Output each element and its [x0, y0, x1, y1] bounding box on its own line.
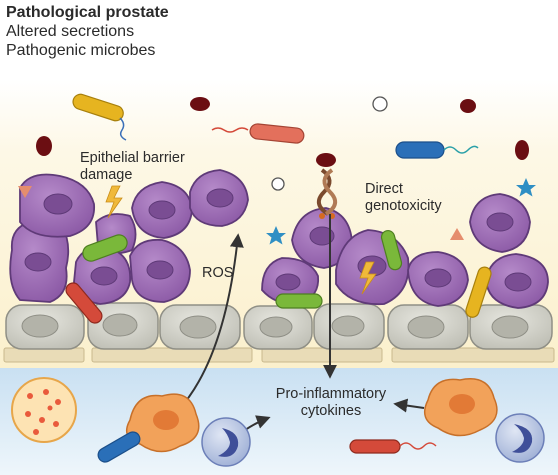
basal-nuclei [21, 313, 529, 339]
lightning-icon [105, 185, 123, 219]
lymphocyte [495, 413, 545, 463]
dark-microbe [36, 136, 52, 156]
star-icon [516, 178, 536, 197]
header-line-1: Altered secretions [6, 23, 135, 40]
triangle-icon [450, 228, 464, 240]
label-direct-line2: genotoxicity [365, 198, 442, 214]
bacterium-icon [65, 229, 492, 324]
lumen-microbes [18, 93, 536, 245]
bacterium-icon [249, 123, 305, 144]
lightning-icon [359, 261, 377, 295]
diagram-title: Pathological prostate [6, 4, 169, 21]
circle-icon [271, 177, 285, 191]
bacterium-icon [97, 431, 141, 463]
label-pro-inflammatory-cytokines: Pro-inflammatory cytokines [256, 386, 406, 420]
dark-microbe [515, 140, 529, 160]
arrow-icon [393, 398, 425, 413]
label-direct-line1: Direct [365, 181, 403, 197]
macrophage [125, 393, 200, 453]
star-icon [266, 226, 286, 245]
microbe-adhesion [316, 153, 338, 219]
label-direct-genotoxicity: Direct genotoxicity [365, 181, 442, 215]
bacterium-icon [72, 93, 124, 122]
label-epithelial-line2: damage [80, 167, 133, 183]
neutrophil [11, 377, 77, 443]
flagellum [399, 442, 437, 450]
epithelial-nuclei [24, 188, 532, 292]
circle-icon [372, 96, 388, 112]
label-proinflam-line1: Pro-inflammatory [275, 386, 387, 402]
label-epithelial-line1: Epithelial barrier [80, 150, 185, 166]
label-ros: ROS [202, 265, 234, 281]
bacterium-icon [349, 439, 401, 454]
dark-microbe [460, 99, 476, 113]
macrophage [423, 378, 498, 437]
triangle-icon [18, 186, 32, 198]
lymphocyte [201, 417, 251, 467]
label-proinflam-line2: cytokines [300, 403, 362, 419]
dark-microbe [190, 97, 210, 111]
label-epithelial-barrier: Epithelial barrier damage [80, 150, 185, 184]
header-line-2: Pathogenic microbes [6, 42, 156, 59]
bacterium-icon [395, 141, 445, 159]
